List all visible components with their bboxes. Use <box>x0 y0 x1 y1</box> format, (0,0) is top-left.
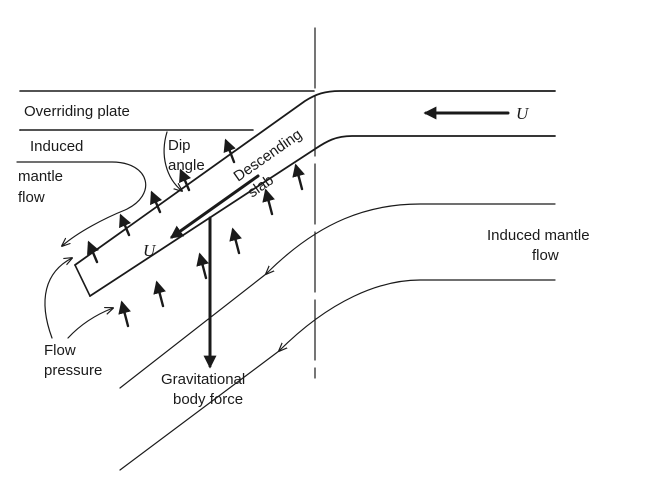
induced-flow-left-label-3: flow <box>18 189 45 206</box>
induced-flow-bottom-streamline <box>119 350 280 471</box>
dip-angle-label-1: Dip <box>168 137 191 154</box>
slab-lower-surface <box>89 135 556 297</box>
induced-flow-right-label-2: flow <box>532 247 559 264</box>
dip-angle-arc <box>163 131 182 191</box>
dip-angle-label-2: angle <box>168 157 205 174</box>
slab-tip <box>74 264 91 297</box>
induced-flow-left-streamline <box>16 161 147 246</box>
pressure-arrow <box>292 163 305 191</box>
pressure-arrow <box>119 213 132 237</box>
induced-flow-right-label-1: Induced mantle <box>487 227 590 244</box>
induced-flow-left-label-1: Induced <box>30 138 83 155</box>
plate-velocity-label: U <box>516 104 530 123</box>
induced-flow-lower-streamline <box>119 273 267 389</box>
pressure-arrow <box>262 188 275 216</box>
pressure-arrows-bottom <box>118 163 305 328</box>
induced-flow-right-streamline-2 <box>279 279 556 351</box>
overriding-plate-label: Overriding plate <box>24 103 130 120</box>
flow-pressure-pointer-2 <box>67 308 113 339</box>
induced-flow-right-streamline-1 <box>266 203 556 274</box>
gravity-label-2: body force <box>173 391 243 408</box>
pressure-arrow <box>196 252 209 280</box>
slab-velocity-label: U <box>143 241 157 260</box>
slab-upper-surface <box>74 90 556 266</box>
flow-pressure-label-2: pressure <box>44 362 102 379</box>
pressure-arrow <box>229 227 242 255</box>
pressure-arrows-top <box>87 138 236 264</box>
pressure-arrow <box>223 138 236 164</box>
pressure-arrow <box>118 300 131 328</box>
pressure-arrow <box>87 240 100 264</box>
gravity-label-1: Gravitational <box>161 371 245 388</box>
flow-pressure-pointer-1 <box>44 258 72 339</box>
induced-flow-left-label-2: mantle <box>18 168 63 185</box>
pressure-arrow <box>179 168 192 192</box>
pressure-arrow <box>150 190 163 214</box>
flow-pressure-label-1: Flow <box>44 342 76 359</box>
slab-velocity-arrow <box>169 174 260 239</box>
pressure-arrow <box>153 280 166 308</box>
